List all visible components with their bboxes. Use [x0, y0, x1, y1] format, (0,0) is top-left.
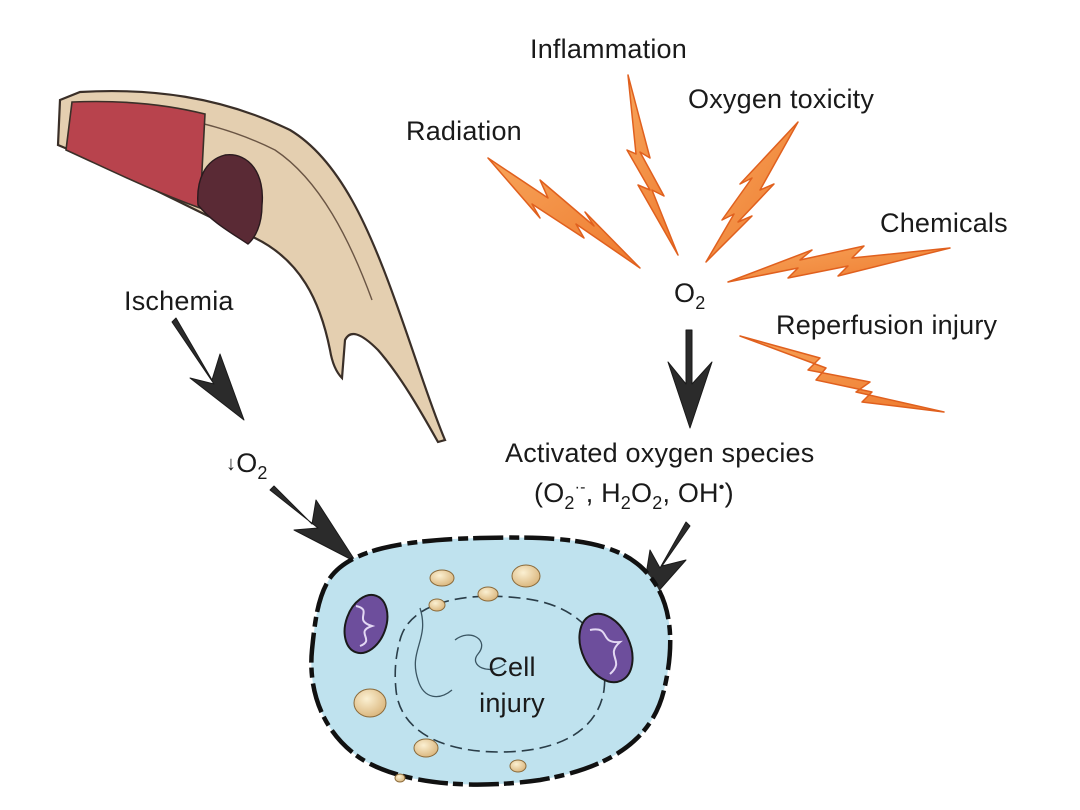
label-chemicals: Chemicals — [880, 208, 1008, 238]
cell-er-line — [414, 607, 453, 698]
vacuole — [413, 738, 439, 758]
label-species-formula: (O2·-, H2O2, OH•) — [534, 478, 734, 513]
label-decreased-o2: ↓O2 — [226, 448, 268, 483]
species-h-subscript: 2 — [620, 493, 632, 513]
label-reperfusion-injury: Reperfusion injury — [776, 310, 998, 340]
lightning-bolt-icon — [626, 74, 679, 256]
label-o2: O2 — [674, 278, 705, 313]
mitochondrion-icon — [343, 593, 389, 655]
label-activated-oxygen-species: Activated oxygen species — [505, 438, 815, 468]
vacuole — [509, 759, 527, 773]
species-open: (O — [534, 478, 565, 508]
species-superoxide-subscript: 2 — [564, 493, 575, 513]
vacuole — [429, 569, 455, 587]
vessel-clot — [197, 154, 264, 245]
cell-body — [309, 535, 673, 787]
blood-vessel-icon — [56, 89, 447, 444]
vessel-blood — [65, 100, 206, 210]
species-o: O — [631, 478, 653, 508]
species-o-subscript: 2 — [652, 493, 663, 513]
lightning-bolt-icon — [739, 335, 945, 413]
species-sep2: , OH — [662, 478, 719, 508]
cell-er-line — [454, 634, 506, 670]
lightning-group — [487, 74, 951, 413]
lightning-bolt-icon — [727, 245, 951, 283]
label-radiation: Radiation — [406, 116, 522, 146]
species-radical-superscript: • — [718, 479, 725, 496]
label-oxygen-toxicity: Oxygen toxicity — [688, 84, 875, 114]
vacuole — [428, 598, 446, 612]
label-injury: injury — [479, 688, 545, 718]
arrow-down-icon — [171, 317, 245, 421]
species-sep1: , H — [585, 478, 621, 508]
species-superoxide-superscript: ·- — [574, 479, 586, 496]
mitochondrion-icon — [578, 612, 634, 684]
lightning-bolt-icon — [487, 157, 641, 269]
label-inflammation: Inflammation — [530, 34, 687, 64]
cell-icon — [309, 535, 673, 787]
decrease-arrow-icon: ↓ — [226, 453, 237, 475]
vacuole — [353, 688, 387, 718]
o2-subscript: 2 — [695, 293, 706, 313]
arrow-down-icon — [667, 329, 713, 429]
decreased-o2-subscript: 2 — [257, 463, 268, 483]
o2-symbol: O — [674, 278, 696, 308]
arrow-down-icon — [269, 485, 357, 563]
lightning-bolt-icon — [705, 121, 799, 263]
vacuoles — [353, 564, 541, 783]
vacuole — [477, 586, 499, 602]
vacuole — [394, 773, 406, 783]
label-cell: Cell — [488, 652, 536, 682]
species-close: ) — [724, 478, 734, 508]
vacuole — [511, 564, 541, 588]
label-ischemia: Ischemia — [124, 286, 234, 316]
decreased-o2-symbol: O — [236, 448, 258, 478]
